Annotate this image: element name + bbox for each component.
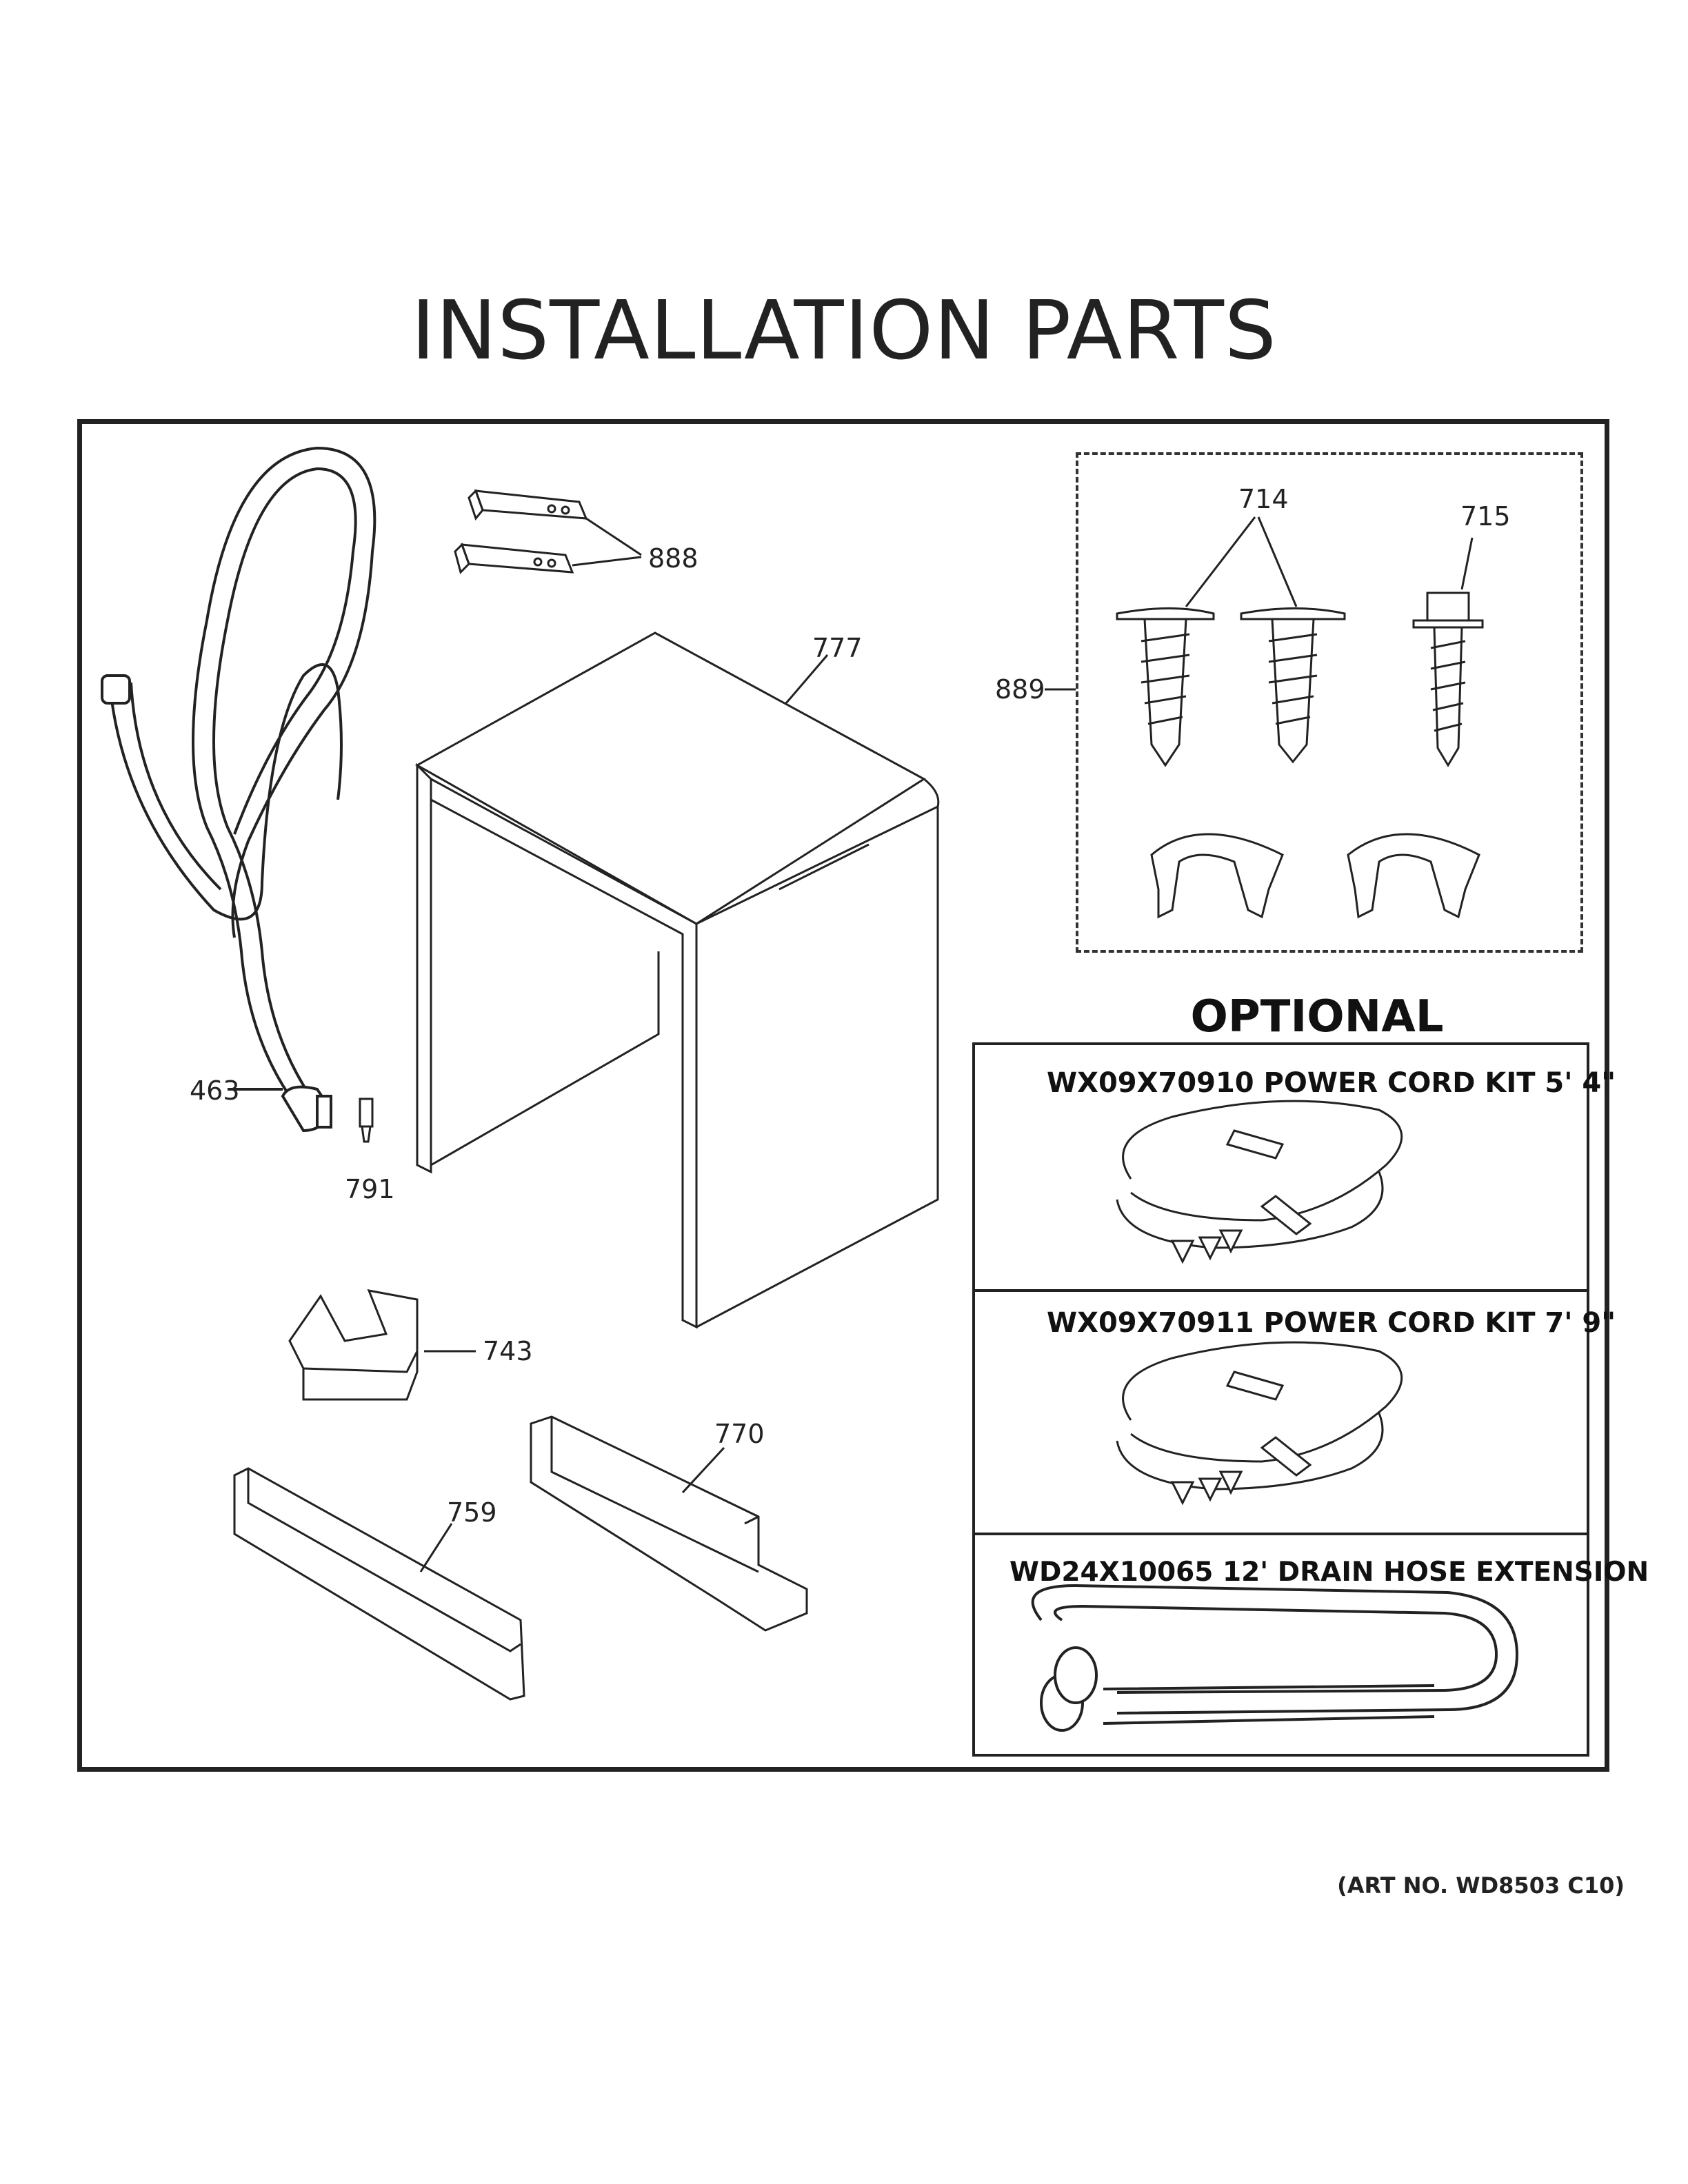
clamp-part-791 <box>359 1098 374 1143</box>
optional-kit-label: WX09X70910 POWER CORD KIT 5' 4" <box>1047 1067 1616 1099</box>
clip-b <box>1347 833 1480 919</box>
callout-715: 715 <box>1460 501 1511 532</box>
callout-770: 770 <box>714 1419 765 1449</box>
foam-block-part-770 <box>530 1415 808 1632</box>
insulation-blanket-part-777 <box>414 631 940 1329</box>
callout-888: 888 <box>648 543 699 574</box>
art-number: (ART NO. WD8503 C10) <box>1337 1872 1625 1899</box>
clip-a <box>1150 833 1284 919</box>
callout-463: 463 <box>190 1075 240 1106</box>
callout-777: 777 <box>812 633 863 663</box>
callout-759: 759 <box>447 1497 497 1528</box>
power-cord-kit-1-illustration <box>1116 1100 1403 1264</box>
optional-kit-label: WD24X10065 12' DRAIN HOSE EXTENSION <box>1009 1557 1649 1588</box>
drain-hose-part-463 <box>101 446 376 1133</box>
toe-kick-part-759 <box>233 1467 525 1701</box>
screw-part-714-a <box>1116 607 1215 767</box>
callout-743: 743 <box>483 1336 533 1366</box>
optional-parts-box <box>972 1042 1589 1757</box>
hardware-kit-group <box>1076 452 1583 953</box>
callout-714: 714 <box>1238 484 1289 514</box>
drain-hose-extension-illustration <box>1031 1584 1519 1732</box>
callout-889: 889 <box>995 674 1045 705</box>
page-title: INSTALLATION PARTS <box>411 283 1277 378</box>
optional-kit-label: WX09X70911 POWER CORD KIT 7' 9" <box>1047 1307 1616 1339</box>
callout-791: 791 <box>345 1174 395 1204</box>
parts-diagram-frame <box>77 419 1609 1772</box>
junction-box-part-743 <box>288 1289 476 1401</box>
power-cord-kit-2-illustration <box>1116 1341 1403 1506</box>
screw-part-714-b <box>1185 516 1346 764</box>
optional-heading: OPTIONAL <box>1190 991 1444 1042</box>
screw-part-715 <box>1412 537 1484 767</box>
bracket-part-888 <box>454 489 642 574</box>
